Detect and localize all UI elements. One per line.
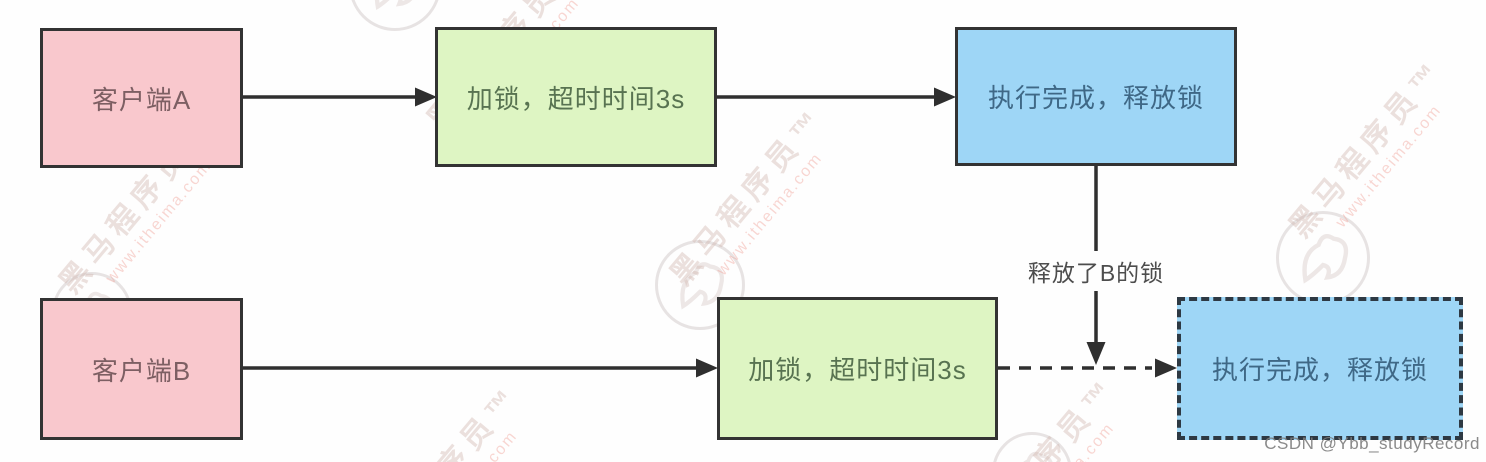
node-lock-b: 加锁，超时时间3s <box>717 297 998 440</box>
node-client-a: 客户端A <box>40 28 243 168</box>
arrowhead-icon <box>1086 342 1106 365</box>
node-client-b-label: 客户端B <box>91 355 192 386</box>
node-lock-a-label: 加锁，超时时间3s <box>466 83 686 114</box>
edge-label-released-b-lock: 释放了B的锁 <box>1021 251 1171 291</box>
node-client-a-label: 客户端A <box>91 84 192 115</box>
arrowhead-icon <box>934 87 956 107</box>
node-client-b: 客户端B <box>40 298 243 440</box>
node-release-b-dashed: 执行完成，释放锁 <box>1177 297 1463 440</box>
csdn-credit: CSDN @Ybb_studyRecord <box>1264 434 1480 453</box>
node-release-a: 执行完成，释放锁 <box>955 27 1237 166</box>
node-lock-a: 加锁，超时时间3s <box>435 27 717 167</box>
arrowhead-icon <box>1155 358 1177 378</box>
node-lock-b-label: 加锁，超时时间3s <box>748 355 967 385</box>
arrowhead-icon <box>415 87 437 107</box>
node-release-a-label: 执行完成，释放锁 <box>987 83 1204 113</box>
node-release-b-label: 执行完成，释放锁 <box>1211 355 1428 385</box>
arrowhead-icon <box>696 358 718 378</box>
